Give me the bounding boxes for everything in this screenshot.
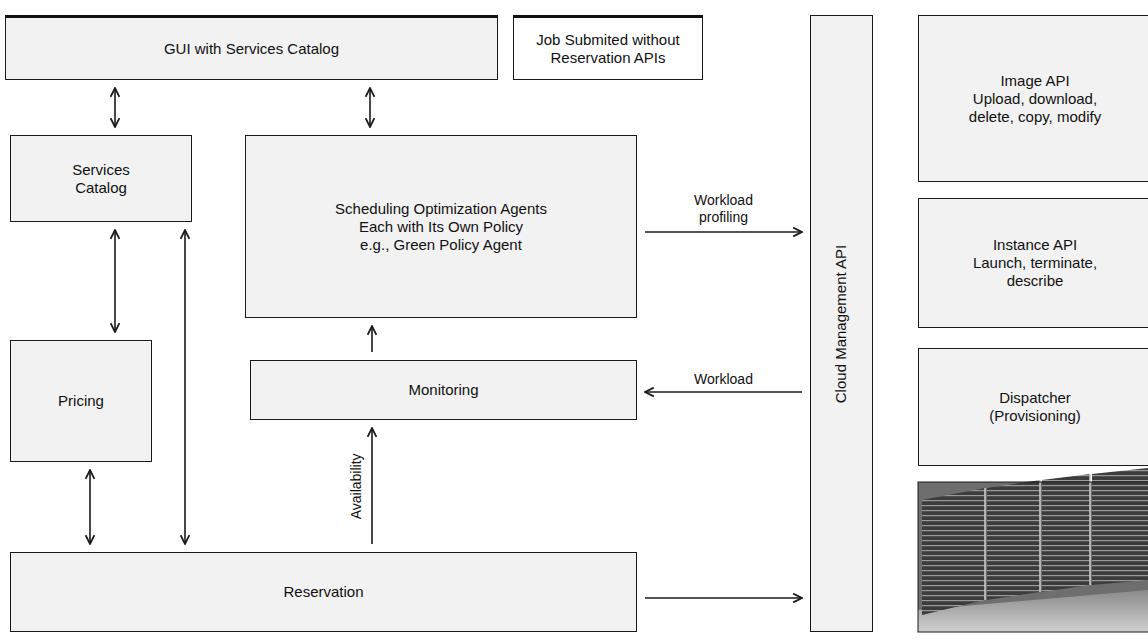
flow-arrow bbox=[114, 230, 116, 332]
process-box: Scheduling Optimization AgentsEach with … bbox=[245, 135, 637, 318]
flow-arrow bbox=[645, 391, 802, 393]
box-title: Cloud Management API bbox=[833, 244, 851, 402]
flow-arrow bbox=[89, 470, 91, 544]
box-title: Instance API bbox=[993, 236, 1077, 254]
box-title: Image API bbox=[1000, 72, 1069, 90]
flow-arrow bbox=[184, 230, 186, 544]
box-title: Scheduling Optimization Agents bbox=[335, 200, 547, 218]
flow-arrow bbox=[371, 326, 373, 352]
flow-arrow bbox=[114, 88, 116, 127]
box-body: Upload, download, delete, copy, modify bbox=[950, 90, 1120, 126]
box-body: Each with Its Own Policy e.g., Green Pol… bbox=[351, 218, 531, 254]
process-box: Services Catalog bbox=[10, 135, 192, 222]
box-title: Pricing bbox=[58, 392, 104, 410]
edge-label: Workload profiling bbox=[682, 192, 766, 226]
box-title: Reservation bbox=[283, 583, 363, 601]
process-box: Dispatcher (Provisioning) bbox=[918, 348, 1148, 466]
flow-arrow bbox=[645, 231, 802, 233]
edge-label: Availability bbox=[347, 451, 364, 521]
process-box: Pricing bbox=[10, 340, 152, 462]
box-title: Dispatcher (Provisioning) bbox=[975, 389, 1095, 425]
box-title: GUI with Services Catalog bbox=[164, 40, 339, 58]
server-room-picture bbox=[918, 468, 1148, 632]
api-bar: Cloud Management API bbox=[810, 15, 873, 632]
process-box: Job Submited without Reservation APIs bbox=[513, 15, 703, 80]
process-box: Instance APILaunch, terminate, describe bbox=[918, 198, 1148, 328]
box-title: Services Catalog bbox=[51, 161, 151, 197]
process-box: Monitoring bbox=[250, 360, 637, 420]
box-title: Monitoring bbox=[408, 381, 478, 399]
flow-arrow bbox=[645, 597, 802, 599]
process-box: GUI with Services Catalog bbox=[5, 15, 498, 80]
process-box: Reservation bbox=[10, 552, 637, 632]
flow-arrow bbox=[369, 88, 371, 127]
box-title: Job Submited without Reservation APIs bbox=[528, 31, 688, 67]
box-body: Launch, terminate, describe bbox=[950, 254, 1120, 290]
flow-arrow bbox=[371, 428, 373, 544]
process-box: Image APIUpload, download, delete, copy,… bbox=[918, 15, 1148, 182]
edge-label: Workload bbox=[692, 371, 755, 388]
